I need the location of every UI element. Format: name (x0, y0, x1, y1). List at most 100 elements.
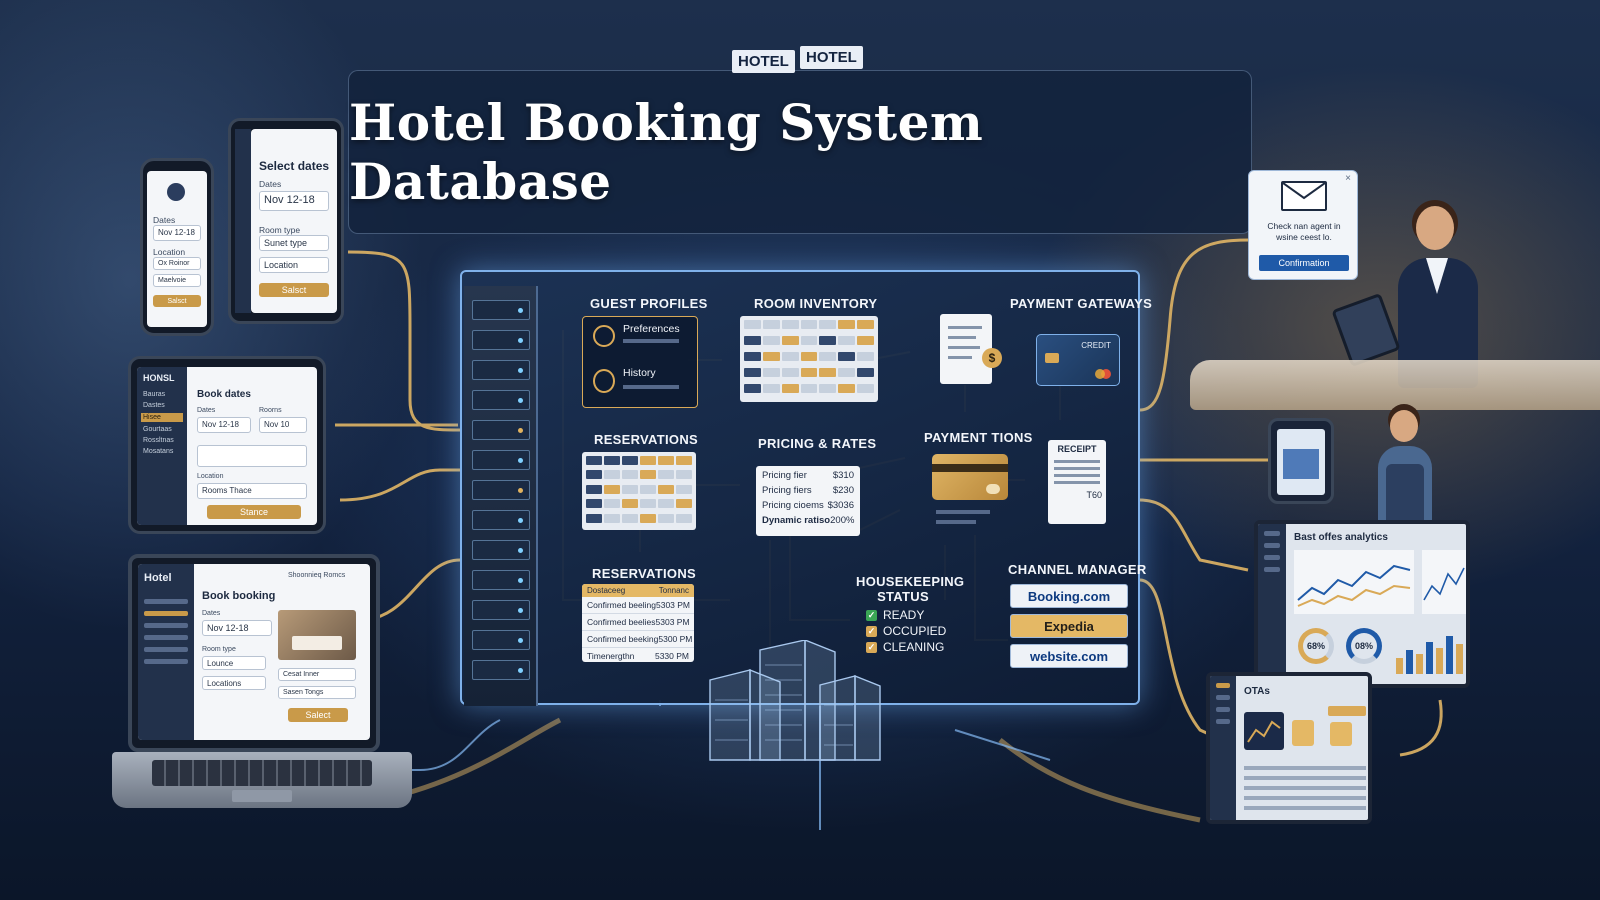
laptop-brand: Hotel (144, 572, 172, 584)
close-icon[interactable]: × (1345, 173, 1351, 184)
channel-expedia[interactable]: Expedia (1010, 614, 1128, 638)
analytics-line-chart-icon (1294, 550, 1414, 614)
floating-phone (1268, 418, 1334, 504)
envelope-icon (1281, 181, 1327, 211)
coin-icon: $ (982, 348, 1002, 368)
phone-date-field[interactable]: Nov 12-18 (153, 225, 201, 241)
guest-profiles-label: GUEST PROFILES (590, 296, 708, 311)
reservations-top-label: RESERVATIONS (594, 432, 699, 447)
channel-booking[interactable]: Booking.com (1010, 584, 1128, 608)
laptop-select-b[interactable]: Sasen Tongs (278, 686, 356, 699)
status-occupied: ✓OCCUPIED (866, 624, 947, 638)
rack-unit (472, 600, 530, 620)
laptop-top-link[interactable]: Shoonnieq Romcs (288, 572, 346, 579)
invoice-document-icon (940, 314, 992, 384)
ota-side-nav (1210, 676, 1236, 820)
landscape-dates-label: Dates (197, 407, 216, 414)
phone-field-b[interactable]: Maelvoie (153, 274, 201, 287)
tablet-date-field[interactable]: Nov 12-18 (259, 191, 329, 211)
check-icon: ✓ (866, 609, 877, 621)
channel-website[interactable]: website.com (1010, 644, 1128, 668)
payment-card-icon (932, 454, 1008, 500)
room-inventory-grid (740, 316, 878, 402)
tablet-room-select[interactable]: Sunet type (259, 235, 329, 251)
tablet-dates-label: Dates (259, 179, 282, 189)
tablet-select-button[interactable]: Salsct (259, 283, 329, 297)
nav-item[interactable]: Gourtaas (143, 426, 172, 433)
phone-field-a[interactable]: Ox Roinor (153, 257, 201, 270)
nav-item[interactable]: Rossltnas (143, 437, 174, 444)
laptop-keyboard (112, 752, 412, 808)
analytics-monitor: Bast offes analytics 68% 08% (1254, 520, 1470, 688)
pricing-row: Pricing fier$310 (762, 470, 854, 481)
phone-select-button[interactable]: Salsct (153, 295, 201, 307)
landscape-rooms-field[interactable]: Nov 10 (259, 417, 307, 433)
laptop-date-field[interactable]: Nov 12-18 (202, 620, 272, 636)
nav-item[interactable]: Mosatans (143, 448, 174, 455)
room-inventory-label: ROOM INVENTORY (754, 296, 878, 311)
landscape-select-box[interactable] (197, 445, 307, 467)
laptop-screen: Hotel Shoonnieq Romcs Book booking Dates… (138, 564, 370, 740)
rack-unit (472, 330, 530, 350)
ota-title: OTAs (1244, 686, 1270, 697)
notification-message: Check nan agent in wsine ceest lo. (1267, 221, 1341, 242)
laptop-select-button[interactable]: Salect (288, 708, 348, 722)
tablet-location-select[interactable]: Location (259, 257, 329, 273)
channel-manager-label: CHANNEL MANAGER (1008, 562, 1147, 577)
nav-item[interactable]: Bauras (143, 391, 166, 398)
user-icon (593, 325, 615, 347)
reception-desk (1190, 360, 1600, 410)
suitcase-icon (1330, 722, 1352, 746)
landscape-heading: Book dates (197, 389, 251, 400)
pricing-row: Pricing fiers$230 (762, 485, 854, 496)
nav-item[interactable]: Dastes (143, 402, 165, 409)
receipt-icon: RECEIPT T60 (1048, 440, 1106, 524)
payment-tions-label: PAYMENT TIONS (924, 430, 1033, 445)
receipt-total: T60 (1086, 490, 1102, 500)
gauge-b: 08% (1346, 628, 1382, 664)
credit-card-icon: CREDIT (1036, 334, 1120, 386)
guest-avatar-icon (593, 369, 615, 393)
tablet-landscape-device: HONSL Bauras Dastes Hisee Gourtaas Rossl… (128, 356, 326, 534)
laptop-select-a[interactable]: Cesat Inner (278, 668, 356, 681)
landscape-rooms-label: Roorns (259, 407, 282, 414)
nav-item-active[interactable]: Hisee (141, 413, 183, 422)
landscape-date-field[interactable]: Nov 12-18 (197, 417, 251, 433)
landscape-location-field[interactable]: Rooms Thace (197, 483, 307, 499)
history-item: History (623, 367, 656, 379)
status-ready: ✓READY (866, 608, 925, 622)
rack-unit (472, 570, 530, 590)
rack-unit (472, 360, 530, 380)
laptop-room-select[interactable]: Lounce (202, 656, 266, 670)
phone-dates-label: Dates (153, 215, 176, 225)
rack-unit (472, 300, 530, 320)
chip-icon (1045, 353, 1059, 363)
chart-thumb-icon (1244, 712, 1284, 750)
laptop-side-nav: Hotel (138, 564, 194, 740)
ota-badge (1328, 706, 1366, 716)
receipt-label: RECEIPT (1057, 444, 1097, 454)
hotel-buildings-icon (709, 640, 881, 761)
preferences-item: Preferences (623, 323, 680, 335)
table-header: Dostaceeg Tonnanc (582, 584, 694, 597)
profile-icon (167, 183, 185, 201)
landscape-side-nav: HONSL Bauras Dastes Hisee Gourtaas Rossl… (137, 367, 187, 525)
reservations-grid (582, 452, 696, 530)
landscape-search-button[interactable]: Stance (207, 505, 301, 519)
phone-screen: Dates Nov 12-18 Location Ox Roinor Maelv… (147, 171, 207, 327)
checkline (623, 385, 679, 389)
title-banner: Hotel Booking System Database (348, 70, 1252, 234)
confirmation-button[interactable]: Confirmation (1259, 255, 1349, 271)
bar-chart-icon (1396, 636, 1463, 674)
phone-location-label: Location (153, 247, 186, 257)
rack-unit (472, 420, 530, 440)
laptop-location-field[interactable]: Locations (202, 676, 266, 690)
ota-monitor: OTAs (1206, 672, 1372, 824)
staff-figure (1372, 404, 1436, 536)
reservations-bottom-label: RESERVATIONS (592, 566, 697, 581)
landscape-brand: HONSL (143, 373, 175, 383)
